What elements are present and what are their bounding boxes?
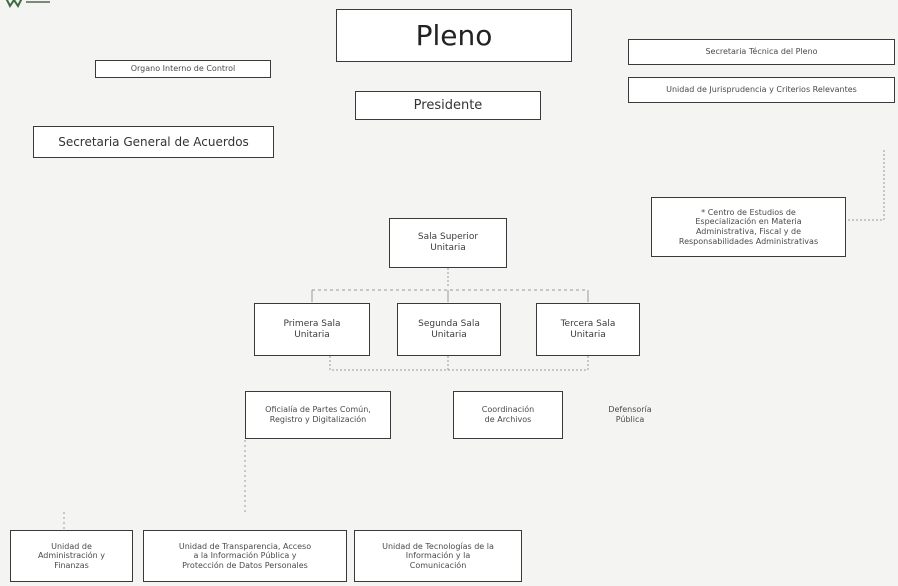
- node-segunda-sala-unitaria: Segunda Sala Unitaria: [397, 303, 501, 356]
- node-unidad-tecnologias: Unidad de Tecnologías de la Información …: [354, 530, 522, 582]
- node-sala-superior-unitaria: Sala Superior Unitaria: [389, 218, 507, 268]
- node-defensoria-publica: Defensoría Pública: [608, 405, 652, 424]
- node-tercera-sala-unitaria: Tercera Sala Unitaria: [536, 303, 640, 356]
- node-coordinacion-archivos: Coordinación de Archivos: [453, 391, 563, 439]
- node-oficialia-partes: Oficialía de Partes Común, Registro y Di…: [245, 391, 391, 439]
- node-primera-sala-unitaria: Primera Sala Unitaria: [254, 303, 370, 356]
- node-centro-estudios: * Centro de Estudios de Especialización …: [651, 197, 846, 257]
- node-presidente: Presidente: [355, 91, 541, 120]
- logo-mark: [5, 0, 50, 8]
- node-unidad-transparencia: Unidad de Transparencia, Acceso a la Inf…: [143, 530, 347, 582]
- node-secretaria-tecnica-pleno: Secretaria Técnica del Pleno: [628, 39, 895, 65]
- node-unidad-jurisprudencia: Unidad de Jurisprudencia y Criterios Rel…: [628, 77, 895, 103]
- node-organo-interno-control: Organo Interno de Control: [95, 60, 271, 78]
- node-unidad-administracion-finanzas: Unidad de Administración y Finanzas: [10, 530, 133, 582]
- node-pleno: Pleno: [336, 9, 572, 62]
- node-secretaria-general-acuerdos: Secretaria General de Acuerdos: [33, 126, 274, 158]
